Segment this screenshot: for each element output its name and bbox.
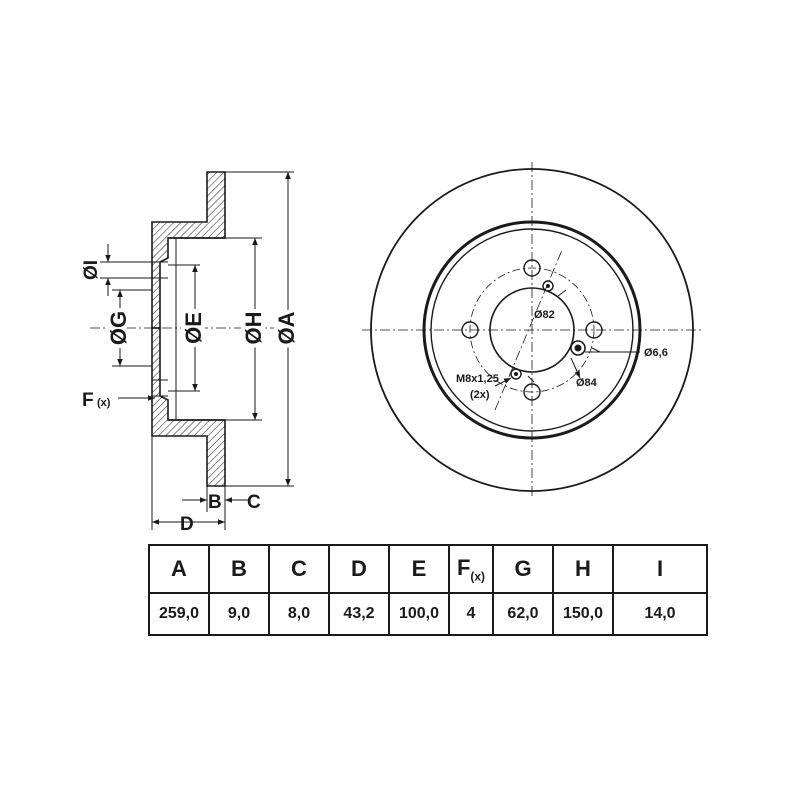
header-cell-G: G: [492, 544, 554, 594]
label-hole-dia: Ø6,6: [644, 347, 668, 359]
value-cell-H: 150,0: [552, 592, 614, 636]
header-cell-E: E: [388, 544, 450, 594]
front-center-lines: [362, 162, 702, 498]
label-D: D: [180, 514, 194, 535]
header-cell-I: I: [612, 544, 708, 594]
value-cell-E: 100,0: [388, 592, 450, 636]
label-F-sub: (x): [97, 397, 111, 409]
label-thread: M8x1,25: [456, 373, 499, 385]
thread-hole-lower: [510, 368, 522, 380]
label-dia-E: ØE: [181, 312, 206, 344]
header-cell-B: B: [208, 544, 270, 594]
table-header-row: A B C D E F(x) G H I: [148, 544, 708, 594]
label-center-dia: Ø82: [534, 309, 555, 321]
section-lower: [151, 327, 226, 487]
side-labels: ØA ØH ØE ØG ØI F (x) B C D: [81, 260, 303, 535]
value-cell-B: 9,0: [208, 592, 270, 636]
locating-hole: [570, 340, 586, 356]
side-section-view: [151, 171, 226, 487]
header-cell-F: F(x): [448, 544, 494, 594]
header-cell-H: H: [552, 544, 614, 594]
header-cell-D: D: [328, 544, 390, 594]
label-dia-H: ØH: [241, 312, 266, 345]
value-cell-I: 14,0: [612, 592, 708, 636]
value-cell-D: 43,2: [328, 592, 390, 636]
label-dia-I: ØI: [81, 260, 102, 280]
front-labels: Ø6,6 Ø84 Ø82 M8x1,25 (2x): [456, 309, 668, 401]
value-cell-A: 259,0: [148, 592, 210, 636]
value-cell-G: 62,0: [492, 592, 554, 636]
label-C: C: [247, 492, 261, 513]
label-thread-count: (2x): [470, 389, 490, 401]
front-leaders: [494, 289, 640, 387]
label-pcd: Ø84: [576, 377, 598, 389]
value-cell-C: 8,0: [268, 592, 330, 636]
label-B: B: [208, 492, 222, 513]
side-dimensions: [100, 171, 294, 530]
label-dia-A: ØA: [274, 311, 299, 344]
value-cell-F: 4: [448, 592, 494, 636]
label-F: F: [82, 390, 94, 411]
section-upper: [151, 171, 226, 329]
header-cell-C: C: [268, 544, 330, 594]
table-value-row: 259,0 9,0 8,0 43,2 100,0 4 62,0 150,0 14…: [148, 592, 708, 636]
label-dia-G: ØG: [106, 311, 131, 345]
thread-hole-upper: [542, 280, 554, 292]
spec-table: A B C D E F(x) G H I 259,0 9,0 8,0 43,2 …: [148, 544, 708, 636]
header-cell-A: A: [148, 544, 210, 594]
